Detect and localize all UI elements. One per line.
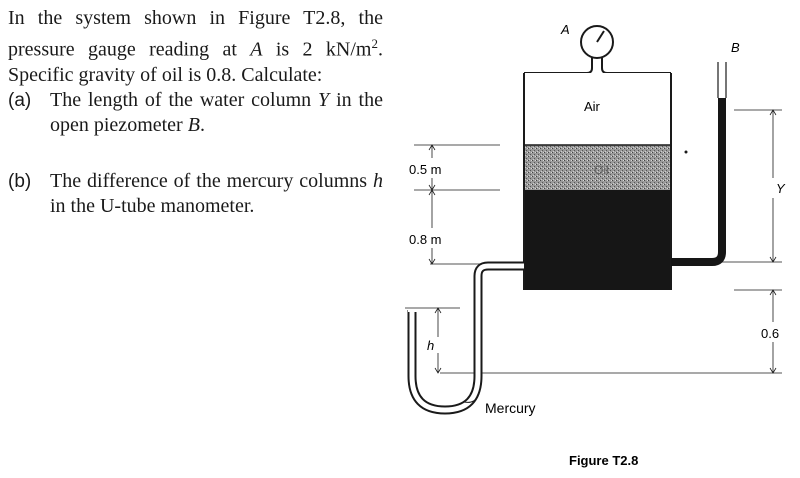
dim-arrows-y xyxy=(769,109,777,263)
question-part-b: (b) The difference of the mercury column… xyxy=(8,169,383,219)
piezometer-water-column xyxy=(671,98,726,266)
u-tube-open-end xyxy=(408,306,417,312)
var-y: Y xyxy=(318,88,330,111)
dim-arrows-06 xyxy=(769,289,777,374)
piezometer-label-b: B xyxy=(731,40,740,55)
gauge-stem xyxy=(524,57,671,74)
manometer-connector-inner xyxy=(475,263,524,376)
dim-arrows-left xyxy=(428,144,436,265)
dim-y-label: Y xyxy=(776,181,786,196)
intro-text-3: . Specific gravity of oil is 0.8. Calcul… xyxy=(8,38,383,86)
dim-water-label: 0.8 m xyxy=(409,232,442,247)
pressure-gauge xyxy=(524,25,671,74)
dim-arrows-h xyxy=(434,307,442,374)
manometer-h-label: h xyxy=(427,338,434,353)
water-layer xyxy=(524,190,671,290)
intro-text-1: In the system shown in Figure T2.8, the … xyxy=(8,7,383,61)
problem-intro: In the system shown in Figure T2.8, the … xyxy=(8,6,383,88)
var-b: B xyxy=(187,113,200,136)
part-b-label: (b) xyxy=(8,170,32,192)
gauge-point-var: A xyxy=(250,38,263,61)
oil-layer xyxy=(524,145,671,190)
figure-caption: Figure T2.8 xyxy=(569,453,638,468)
mercury-label: Mercury xyxy=(485,400,536,416)
var-h: h xyxy=(373,169,383,192)
part-a-text: The length of the water column Y in the … xyxy=(50,88,383,136)
intro-text-2: is 2 kN/m xyxy=(262,38,372,61)
problem-statement: In the system shown in Figure T2.8, the … xyxy=(8,6,383,219)
oil-label: Oil xyxy=(594,163,609,177)
gauge-label-a: A xyxy=(560,22,570,37)
u-tube-inner xyxy=(409,310,481,413)
gauge-needle xyxy=(596,30,605,43)
air-region xyxy=(524,73,671,145)
unit-superscript: 2 xyxy=(371,36,378,51)
mercury-leader-line xyxy=(463,395,479,403)
part-b-text: The difference of the mercury columns h … xyxy=(50,169,383,217)
part-a-label: (a) xyxy=(8,89,32,111)
dim-06-label: 0.6 xyxy=(761,326,779,341)
u-tube-outer xyxy=(407,310,483,415)
manometer-connector-pipe xyxy=(473,261,524,376)
dim-oil-label: 0.5 m xyxy=(409,162,442,177)
question-part-a: (a) The length of the water column Y in … xyxy=(8,88,383,138)
speck-mark xyxy=(684,150,688,154)
air-label: Air xyxy=(584,99,601,114)
